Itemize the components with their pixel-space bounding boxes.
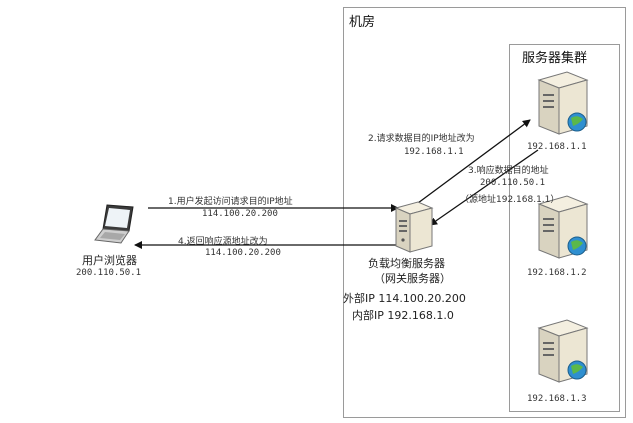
load-balancer-server-icon [394,201,434,253]
arrow-step2-forward [417,119,531,204]
server-3-icon [537,319,589,383]
server-1-icon [537,71,589,135]
step1-ip: 114.100.20.200 [202,209,278,219]
laptop-icon [94,204,134,244]
server-cluster-box [509,44,620,412]
load-balancer-subtitle: （网关服务器） [374,272,451,285]
machine-room-title: 机房 [349,15,376,30]
step3-ip: 200.110.50.1 [480,178,546,188]
load-balancer-name: 负载均衡服务器 [368,257,445,270]
server-2-ip: 192.168.1.2 [527,268,587,278]
step3-label: 3.响应数据目的地址 [468,166,549,176]
server-cluster-title: 服务器集群 [522,51,588,66]
step4-label: 4.返回响应源地址改为 [178,237,268,247]
step3-note: （源地址192.168.1.1） [460,195,560,205]
step2-label: 2.请求数据目的IP地址改为 [368,134,475,144]
step1-label: 1.用户发起访问请求目的IP地址 [168,197,293,207]
step2-ip: 192.168.1.1 [404,147,464,157]
load-balancer-external-ip: 外部IP 114.100.20.200 [343,292,466,305]
server-2-icon [537,195,589,259]
client-label: 用户浏览器 [82,254,137,267]
client-ip: 200.110.50.1 [76,268,142,278]
server-1-ip: 192.168.1.1 [527,142,587,152]
arrow-step3-reply [429,149,539,226]
machine-room-box [343,7,626,418]
server-3-ip: 192.168.1.3 [527,394,587,404]
step4-ip: 114.100.20.200 [205,248,281,258]
load-balancer-internal-ip: 内部IP 192.168.1.0 [352,309,454,322]
